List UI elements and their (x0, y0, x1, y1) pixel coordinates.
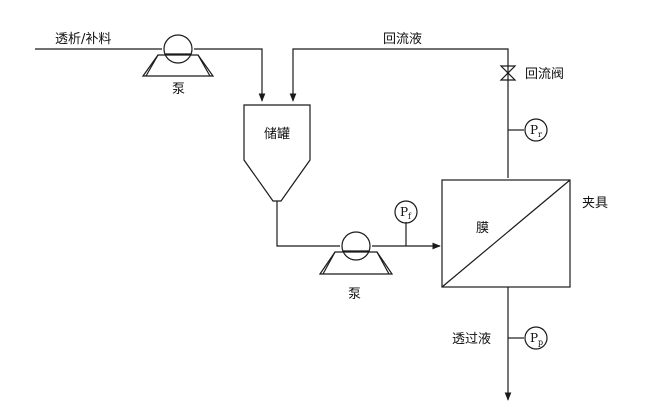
return-valve-label: 回流阀 (525, 67, 564, 82)
dialysis-feed-label: 透析/补料 (55, 32, 111, 47)
pump-bottom-label: 泵 (348, 287, 361, 302)
membrane-label: 膜 (476, 221, 489, 236)
gauge-pr-main: P (530, 123, 538, 137)
gauge-pf-sub: f (408, 212, 412, 221)
storage-tank-label: 储罐 (264, 127, 290, 142)
pump-bottom (318, 231, 394, 275)
return-line (289, 48, 509, 178)
pressure-gauge-pf: P f (394, 200, 418, 224)
gauge-pp-sub: p (538, 338, 543, 347)
clamp-label: 夹具 (582, 196, 608, 211)
feed-line (35, 48, 262, 101)
membrane-module (441, 179, 571, 288)
return-liquid-label: 回流液 (383, 32, 422, 47)
pump-top (141, 34, 215, 77)
permeate-label: 透过液 (452, 332, 491, 347)
gauge-pf-main: P (400, 205, 408, 219)
pressure-gauge-pp: P p (524, 326, 548, 350)
gauge-pp-main: P (530, 331, 538, 345)
return-valve-icon[interactable] (499, 65, 517, 81)
pump-top-label: 泵 (172, 82, 185, 97)
pressure-gauge-pr: P r (524, 118, 548, 142)
gauge-pr-sub: r (538, 130, 542, 139)
storage-tank (243, 104, 311, 202)
